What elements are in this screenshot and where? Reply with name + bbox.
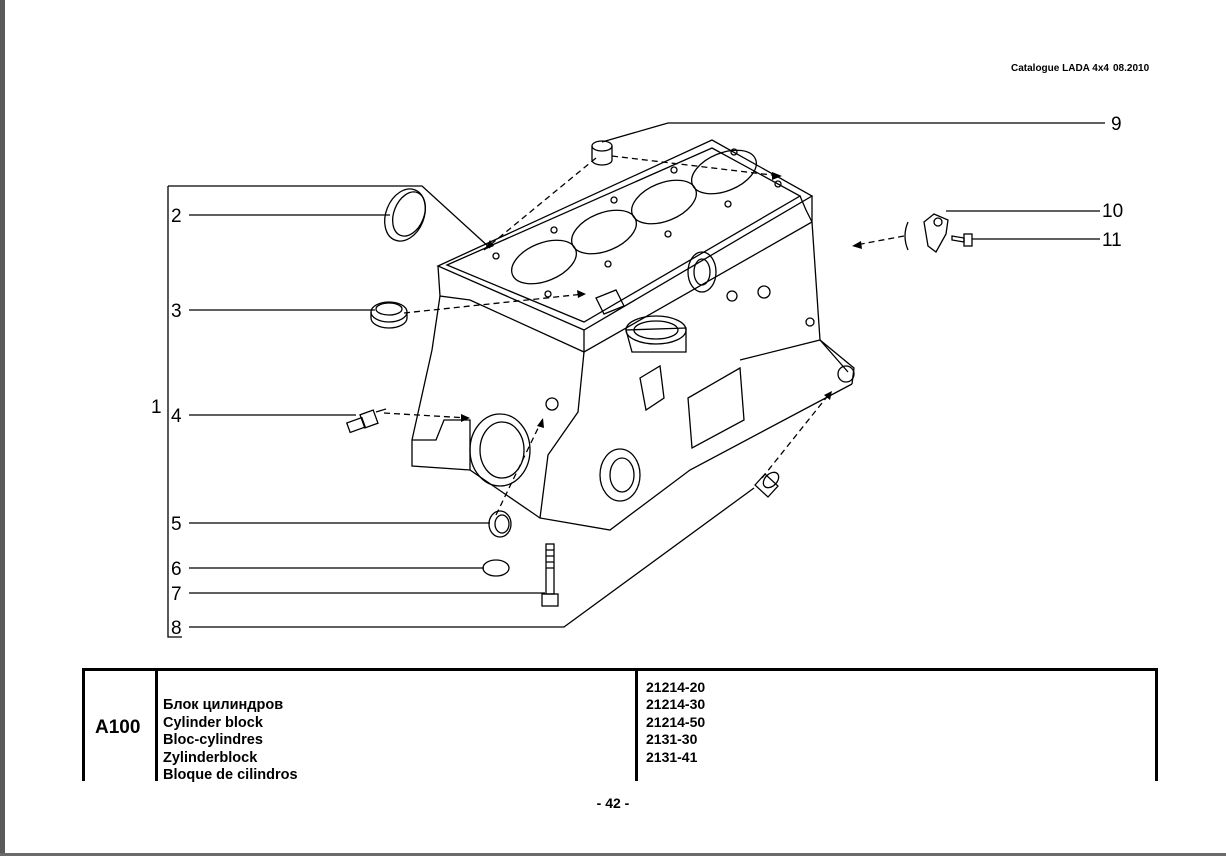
dashed-arrow-10 xyxy=(855,235,905,246)
callout-9: 9 xyxy=(1111,114,1122,135)
catalogue-title: Catalogue LADA 4x4 xyxy=(1011,63,1109,74)
cylinder-bores xyxy=(511,149,757,285)
part-6-plug xyxy=(482,559,510,577)
model-item: 2131-41 xyxy=(646,748,698,765)
side-boss-hole xyxy=(693,258,711,286)
crank-bearing-inner xyxy=(479,421,525,479)
callout-1: 1 xyxy=(151,397,162,418)
part-8-bushing xyxy=(754,471,780,498)
model-list: 21214-20 21214-30 21214-50 2131-30 2131-… xyxy=(646,679,705,766)
block-rear-face xyxy=(411,295,541,519)
callout-8: 8 xyxy=(171,618,182,639)
dashed-arrow-8 xyxy=(761,392,831,479)
dashed-arrow-9a xyxy=(483,157,597,251)
bracket-vertical-line xyxy=(167,186,182,638)
model-item: 2131-30 xyxy=(646,731,698,748)
page-bottom-rule xyxy=(0,853,1226,856)
callout-2: 2 xyxy=(171,206,182,227)
block-deck-inner xyxy=(445,147,802,323)
leader-line-9 xyxy=(601,122,1105,143)
block-rear-flange xyxy=(412,419,471,470)
mount-boss xyxy=(837,365,855,383)
part-3-oil-seal xyxy=(370,301,408,329)
dashed-arrow-4 xyxy=(383,412,469,419)
front-hole xyxy=(545,397,559,411)
block-deck-edge xyxy=(583,196,813,354)
dashed-arrow-9b xyxy=(611,155,781,177)
oil-pump-bore xyxy=(625,315,687,345)
side-boss xyxy=(687,251,717,293)
callout-7: 7 xyxy=(171,584,182,605)
table-code-column: A100 xyxy=(85,671,158,781)
callout-6: 6 xyxy=(171,559,182,580)
name-russian: Блок цилиндров xyxy=(163,697,284,713)
name-spanish: Bloque de cilindros xyxy=(163,767,298,784)
side-hole-1 xyxy=(726,290,738,302)
fuel-pump-mount xyxy=(639,364,665,412)
model-item: 21214-50 xyxy=(646,713,706,730)
arrow-heads xyxy=(461,172,862,428)
part-4-sensor xyxy=(345,408,387,434)
model-item: 21214-20 xyxy=(646,679,706,695)
front-bearing-hole xyxy=(609,457,635,493)
name-english: Cylinder block xyxy=(163,714,263,731)
assembly-arrows xyxy=(383,155,905,516)
leader-line-8 xyxy=(189,487,755,628)
block-left-side xyxy=(437,265,585,353)
deck-water-passage xyxy=(595,289,625,315)
page-edge-rule xyxy=(0,0,5,856)
part-names-list: Блок цилиндров Cylinder block Bloc-cylin… xyxy=(163,697,298,785)
part-9-dowel xyxy=(591,140,613,166)
part-7-bolt xyxy=(541,543,559,607)
bracket-top-line xyxy=(168,185,491,249)
page-number: - 42 - xyxy=(596,795,630,811)
callout-4: 4 xyxy=(171,406,182,427)
table-models-column: 21214-20 21214-30 21214-50 2131-30 2131-… xyxy=(638,671,1158,781)
oil-pump-boss xyxy=(625,327,687,353)
part-11-bolt xyxy=(951,233,973,247)
callout-5: 5 xyxy=(171,514,182,535)
part-2-rear-plug xyxy=(384,188,427,242)
mount-rib xyxy=(739,339,849,373)
block-front-side xyxy=(539,351,853,531)
model-item: 21214-30 xyxy=(646,696,706,713)
part-5-seal-ring xyxy=(488,510,512,538)
part-group-code: A100 xyxy=(95,717,141,738)
oil-pump-bore-inner xyxy=(633,320,679,340)
callout-11: 11 xyxy=(1102,230,1122,251)
side-hole-2 xyxy=(757,285,771,299)
table-names-column: Блок цилиндров Cylinder block Bloc-cylin… xyxy=(158,671,638,783)
side-pad xyxy=(687,366,745,450)
cylinder-block-body xyxy=(411,139,855,531)
dashed-arrow-3 xyxy=(403,293,585,314)
name-french: Bloc-cylindres xyxy=(163,732,263,749)
part-10-knock-sensor xyxy=(904,213,949,253)
rear-hole xyxy=(805,317,815,327)
block-right-side xyxy=(811,221,855,385)
callout-10: 10 xyxy=(1102,201,1123,222)
callout-3: 3 xyxy=(171,301,182,322)
crank-bearing-bore xyxy=(469,413,531,487)
catalogue-date: 08.2010 xyxy=(1112,63,1150,74)
deck-corner xyxy=(799,195,813,223)
front-bearing-boss xyxy=(599,448,641,502)
parts-table: A100 Блок цилиндров Cylinder block Bloc-… xyxy=(82,668,1158,783)
deck-bolt-holes xyxy=(492,148,782,298)
name-german: Zylinderblock xyxy=(163,749,258,766)
exploded-diagram: 1 2 3 4 5 6 7 8 9 10 11 xyxy=(151,114,1123,639)
